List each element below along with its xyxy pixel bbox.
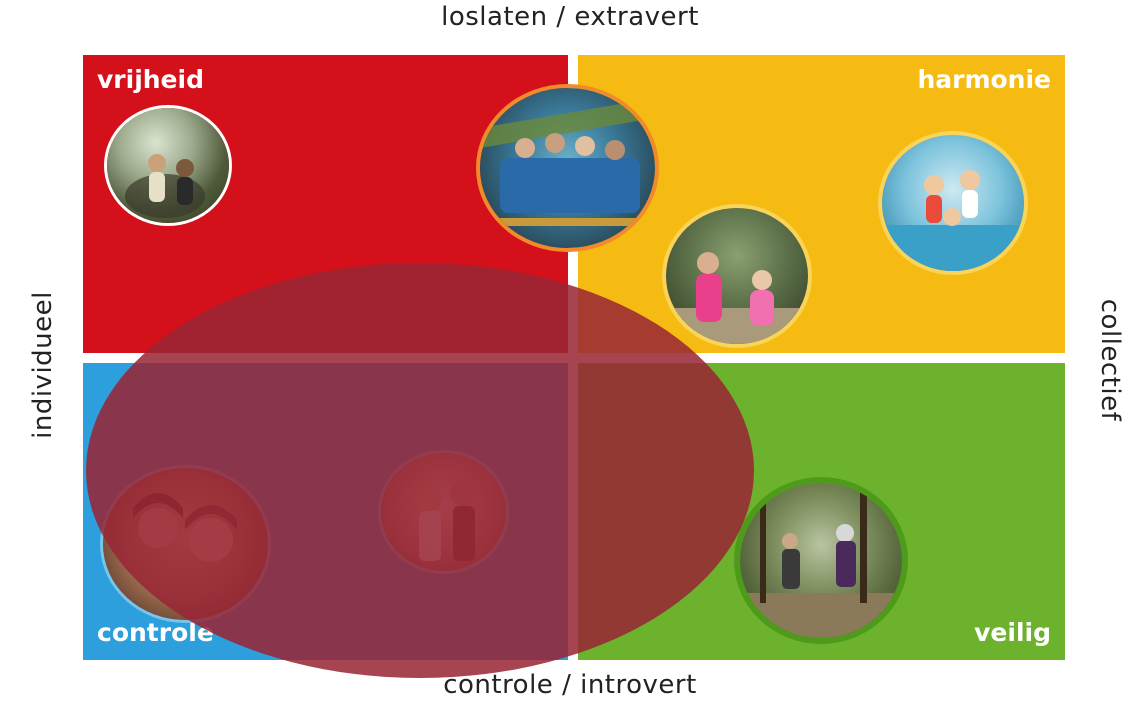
photo-forest-walk bbox=[740, 483, 902, 638]
axis-label-right: collectief bbox=[1095, 298, 1125, 422]
photo-pool-family bbox=[882, 135, 1024, 271]
photo-rollercoaster bbox=[480, 88, 655, 248]
photo-women-bench bbox=[666, 208, 808, 344]
photo-friends-mountain bbox=[107, 108, 229, 223]
quadrant-label-harmonie: harmonie bbox=[917, 65, 1051, 94]
highlight-ellipse bbox=[86, 263, 754, 678]
quadrant-label-veilig: veilig bbox=[974, 618, 1051, 647]
quadrant-harmonie: harmonie bbox=[578, 55, 1065, 353]
quadrant-label-vrijheid: vrijheid bbox=[97, 65, 204, 94]
axis-label-top: loslaten / extravert bbox=[441, 2, 699, 32]
axis-label-left: individueel bbox=[28, 291, 58, 439]
axis-label-bottom: controle / introvert bbox=[443, 670, 697, 700]
